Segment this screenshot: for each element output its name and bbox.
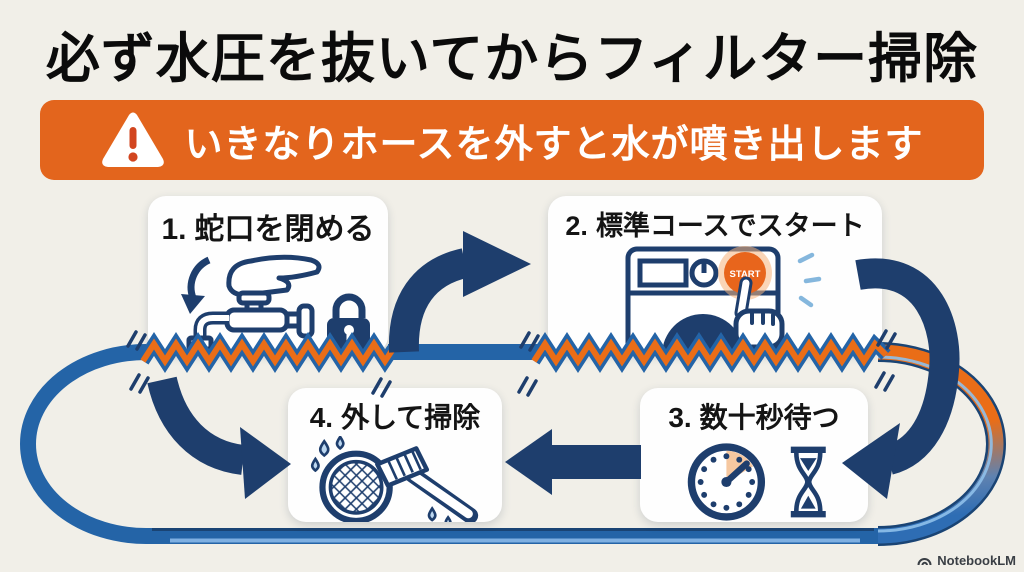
washing-machine-icon: START [625, 246, 822, 354]
footer-brand-label: NotebookLM [937, 553, 1016, 568]
faucet-close-icon [181, 254, 370, 352]
track-left-curve [20, 344, 147, 544]
step-label: 外して掃除 [341, 402, 481, 433]
step-box-3: 3.数十秒待つ [640, 388, 868, 522]
step-box-2: 2.標準コースでスタート START [548, 196, 882, 354]
step-number: 4. [309, 402, 334, 433]
step-number: 2. [565, 211, 588, 241]
step-label: 数十秒待つ [699, 402, 840, 433]
footer-brand: NotebookLM [917, 553, 1016, 568]
warning-banner: いきなりホースを外すと水が噴き出します [40, 100, 984, 180]
lock-icon [332, 293, 366, 318]
arrow-left-to-step4 [147, 376, 291, 499]
warning-text: いきなりホースを外すと水が噴き出します [184, 123, 924, 166]
step-label: 蛇口を閉める [194, 213, 375, 246]
step-number: 3. [668, 402, 692, 433]
arrow-step3-to-step4 [505, 429, 641, 495]
step-box-1: 1.蛇口を閉める [148, 196, 388, 354]
step-label: 標準コースでスタート [595, 211, 865, 241]
clock-hourglass-icon [687, 443, 826, 521]
track-right-curve [877, 344, 1004, 544]
water-droplets-icon [310, 436, 452, 522]
arrow-step1-to-step2 [388, 231, 531, 353]
warning-triangle-icon [102, 112, 165, 167]
sparkle-icon [797, 252, 822, 308]
start-button [724, 252, 766, 294]
step-number: 1. [161, 213, 187, 246]
page-title: 必ず水圧を抜いてからフィルター掃除 [45, 28, 979, 89]
filter-brush-icon [310, 436, 479, 522]
hourglass-icon [790, 446, 826, 518]
track-right-curve-outline [877, 342, 1006, 546]
start-button-label: START [730, 269, 761, 280]
notebooklm-logo-icon [917, 558, 932, 566]
step-box-4: 4.外して掃除 [288, 388, 502, 522]
